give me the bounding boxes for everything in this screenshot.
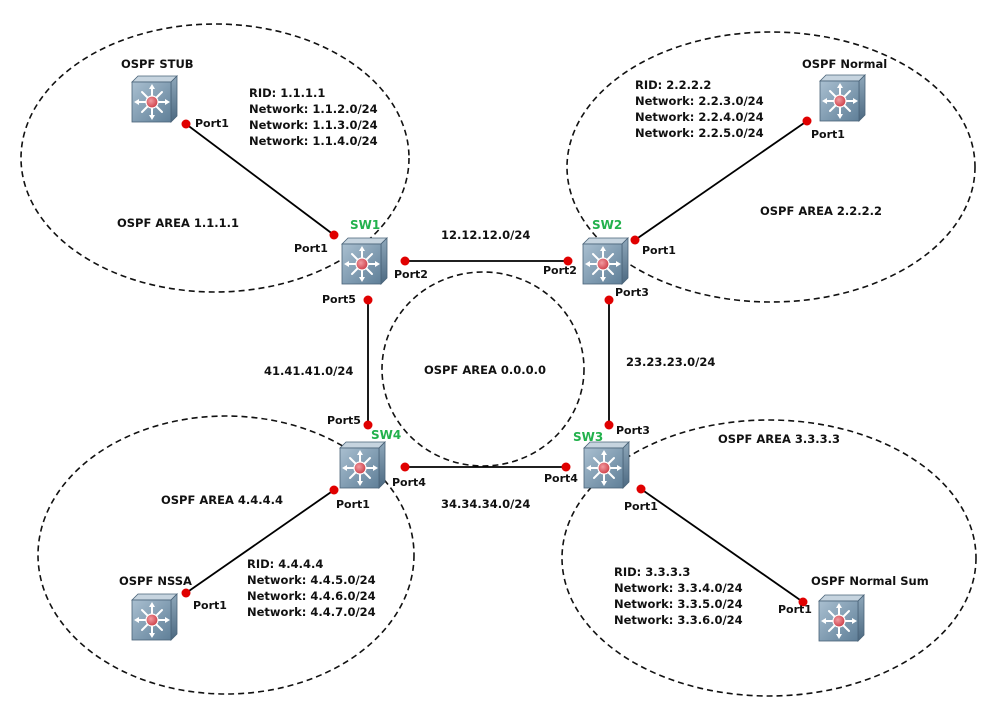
sw2-port3-dot <box>604 295 614 305</box>
normal-rid: RID: 2.2.2.2 <box>635 78 711 92</box>
sw3-port4-label: Port4 <box>544 472 578 485</box>
nssa-network-3: Network: 4.4.7.0/24 <box>247 605 376 619</box>
link-sw2-sw3-subnet: 23.23.23.0/24 <box>626 355 715 369</box>
sw1-port2-dot <box>400 256 410 266</box>
nssa-rid: RID: 4.4.4.4 <box>247 557 323 571</box>
sw3-port3-label: Port3 <box>616 424 650 437</box>
nssa-device-label: OSPF NSSA <box>119 574 192 588</box>
stub-port1-dot <box>181 119 191 129</box>
area-3-label: OSPF AREA 3.3.3.3 <box>718 432 840 446</box>
nssa-network-2: Network: 4.4.6.0/24 <box>247 589 376 603</box>
sw4-port4-dot <box>400 462 410 472</box>
sw4-port1-label: Port1 <box>336 498 370 511</box>
area-0-label: OSPF AREA 0.0.0.0 <box>424 363 546 377</box>
link-sw4-nssa <box>185 489 335 594</box>
area-4-boundary <box>37 415 415 695</box>
sw2-port1-dot <box>630 235 640 245</box>
stub-network-2: Network: 1.1.3.0/24 <box>249 118 378 132</box>
sw2-port1-label: Port1 <box>642 244 676 257</box>
link-stub-sw1 <box>185 123 335 236</box>
normal-sum-port1-label: Port1 <box>778 603 812 616</box>
sw3-switch-icon[interactable] <box>583 441 630 489</box>
sw2-label: SW2 <box>592 218 622 232</box>
link-sw1-sw2-subnet: 12.12.12.0/24 <box>441 228 530 242</box>
normal-sum-network-2: Network: 3.3.5.0/24 <box>614 597 743 611</box>
sw2-switch-icon[interactable] <box>582 237 629 285</box>
sw1-port1-dot <box>329 230 339 240</box>
stub-port1-label: Port1 <box>195 117 229 130</box>
stub-network-3: Network: 1.1.4.0/24 <box>249 134 378 148</box>
sw3-port3-dot <box>604 420 614 430</box>
normal-sum-network-3: Network: 3.3.6.0/24 <box>614 613 743 627</box>
nssa-network-1: Network: 4.4.5.0/24 <box>247 573 376 587</box>
stub-router-icon[interactable] <box>131 75 178 123</box>
sw1-label: SW1 <box>350 218 380 232</box>
nssa-port1-dot <box>181 588 191 598</box>
sw2-port2-label: Port2 <box>543 264 577 277</box>
sw1-port5-label: Port5 <box>322 293 356 306</box>
normal-sum-device-label: OSPF Normal Sum <box>811 574 929 588</box>
sw1-switch-icon[interactable] <box>341 237 388 285</box>
sw4-label: SW4 <box>371 428 401 442</box>
area-0-boundary <box>381 271 585 467</box>
sw1-port1-label: Port1 <box>294 242 328 255</box>
area-1-label: OSPF AREA 1.1.1.1 <box>117 216 239 230</box>
normal-sum-rid: RID: 3.3.3.3 <box>614 565 690 579</box>
sw3-port1-label: Port1 <box>624 500 658 513</box>
normal-router-icon[interactable] <box>819 74 866 122</box>
sw4-port4-label: Port4 <box>392 476 426 489</box>
sw4-port1-dot <box>329 485 339 495</box>
normal-sum-network-1: Network: 3.3.4.0/24 <box>614 581 743 595</box>
normal-port1-label: Port1 <box>811 128 845 141</box>
normal-sum-config-block: RID: 3.3.3.3 Network: 3.3.4.0/24 Network… <box>614 565 743 627</box>
area-2-label: OSPF AREA 2.2.2.2 <box>760 204 882 218</box>
sw1-port2-label: Port2 <box>394 268 428 281</box>
area-2-boundary <box>566 31 976 303</box>
link-sw3-normal-sum <box>640 488 804 603</box>
stub-network-1: Network: 1.1.2.0/24 <box>249 102 378 116</box>
sw4-switch-icon[interactable] <box>339 441 386 489</box>
normal-network-2: Network: 2.2.4.0/24 <box>635 110 764 124</box>
sw4-port5-dot <box>363 420 373 430</box>
sw3-label: SW3 <box>573 430 603 444</box>
nssa-port1-label: Port1 <box>193 599 227 612</box>
sw2-port2-dot <box>563 256 573 266</box>
normal-sum-port1-dot <box>798 597 808 607</box>
sw2-port3-label: Port3 <box>615 286 649 299</box>
nssa-config-block: RID: 4.4.4.4 Network: 4.4.5.0/24 Network… <box>247 557 376 619</box>
stub-device-label: OSPF STUB <box>121 57 194 71</box>
normal-sum-router-icon[interactable] <box>818 594 865 642</box>
normal-port1-dot <box>802 116 812 126</box>
nssa-router-icon[interactable] <box>131 593 178 641</box>
normal-config-block: RID: 2.2.2.2 Network: 2.2.3.0/24 Network… <box>635 78 764 140</box>
link-sw3-sw4-subnet: 34.34.34.0/24 <box>441 497 530 511</box>
link-sw4-sw1-subnet: 41.41.41.0/24 <box>264 364 353 378</box>
normal-network-1: Network: 2.2.3.0/24 <box>635 94 764 108</box>
normal-device-label: OSPF Normal <box>802 57 887 71</box>
normal-network-3: Network: 2.2.5.0/24 <box>635 126 764 140</box>
stub-config-block: RID: 1.1.1.1 Network: 1.1.2.0/24 Network… <box>249 86 378 148</box>
stub-rid: RID: 1.1.1.1 <box>249 86 325 100</box>
sw1-port5-dot <box>363 295 373 305</box>
area-1-boundary <box>20 23 410 293</box>
sw3-port4-dot <box>561 462 571 472</box>
sw4-port5-label: Port5 <box>327 414 361 427</box>
sw3-port1-dot <box>636 484 646 494</box>
area-3-boundary <box>561 419 977 697</box>
link-normal-sw2 <box>634 120 808 241</box>
area-4-label: OSPF AREA 4.4.4.4 <box>161 493 283 507</box>
